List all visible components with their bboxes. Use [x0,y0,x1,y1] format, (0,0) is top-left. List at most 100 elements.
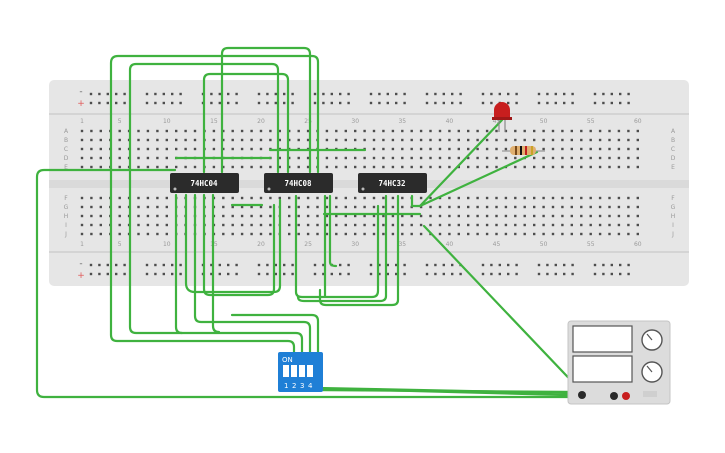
breadboard-hole[interactable] [313,101,317,105]
breadboard-hole[interactable] [335,214,338,218]
breadboard-hole[interactable] [90,205,93,209]
breadboard-hole[interactable] [619,101,622,105]
breadboard-hole[interactable] [410,129,413,133]
breadboard-hole[interactable] [481,263,485,267]
dip-toggle-1[interactable] [283,365,289,377]
breadboard-hole[interactable] [448,147,451,151]
breadboard-hole[interactable] [551,232,555,236]
breadboard-hole[interactable] [146,196,150,200]
breadboard-hole[interactable] [297,196,300,200]
breadboard-hole[interactable] [485,156,489,160]
breadboard-hole[interactable] [235,101,238,105]
breadboard-hole[interactable] [347,272,350,276]
breadboard-hole[interactable] [210,92,213,96]
breadboard-hole[interactable] [231,223,234,227]
breadboard-hole[interactable] [99,214,102,218]
breadboard-hole[interactable] [410,156,413,160]
breadboard-hole[interactable] [146,156,150,160]
breadboard-hole[interactable] [515,92,518,96]
breadboard-hole[interactable] [227,101,230,105]
breadboard-hole[interactable] [372,196,376,200]
breadboard-hole[interactable] [504,232,508,236]
breadboard-hole[interactable] [542,223,545,227]
breadboard-hole[interactable] [363,196,366,200]
breadboard-hole[interactable] [306,214,310,218]
breadboard-hole[interactable] [240,214,244,218]
breadboard-hole[interactable] [363,165,366,169]
breadboard-hole[interactable] [476,205,479,209]
breadboard-hole[interactable] [467,205,470,209]
breadboard-hole[interactable] [563,101,566,105]
breadboard-hole[interactable] [250,147,253,151]
breadboard-hole[interactable] [542,214,545,218]
breadboard-hole[interactable] [165,156,168,160]
breadboard-hole[interactable] [106,92,109,96]
breadboard-hole[interactable] [274,272,277,276]
breadboard-hole[interactable] [627,223,630,227]
breadboard-hole[interactable] [617,138,621,142]
breadboard-hole[interactable] [580,165,583,169]
breadboard-hole[interactable] [542,156,545,160]
breadboard-hole[interactable] [269,214,272,218]
breadboard-hole[interactable] [325,223,329,227]
breadboard-hole[interactable] [378,263,381,267]
breadboard-hole[interactable] [617,129,621,133]
breadboard-hole[interactable] [403,272,406,276]
breadboard-hole[interactable] [80,147,84,151]
breadboard-hole[interactable] [636,223,639,227]
breadboard-hole[interactable] [386,101,389,105]
breadboard-hole[interactable] [551,156,555,160]
breadboard-hole[interactable] [288,214,291,218]
breadboard-hole[interactable] [222,129,225,133]
breadboard-hole[interactable] [193,129,197,133]
breadboard-hole[interactable] [438,205,442,209]
breadboard-hole[interactable] [467,156,470,160]
breadboard-hole[interactable] [278,196,281,200]
breadboard-hole[interactable] [617,156,621,160]
breadboard-hole[interactable] [363,156,366,160]
breadboard-hole[interactable] [593,272,597,276]
breadboard-hole[interactable] [602,101,605,105]
breadboard-hole[interactable] [306,205,310,209]
breadboard-hole[interactable] [636,147,639,151]
breadboard-hole[interactable] [372,205,376,209]
dip-toggle-2[interactable] [291,365,297,377]
breadboard-hole[interactable] [434,272,437,276]
breadboard-hole[interactable] [90,223,93,227]
breadboard-hole[interactable] [330,92,333,96]
breadboard-hole[interactable] [231,138,234,142]
breadboard-hole[interactable] [485,223,489,227]
breadboard-hole[interactable] [457,232,460,236]
breadboard-hole[interactable] [118,147,121,151]
breadboard-hole[interactable] [490,272,493,276]
breadboard-hole[interactable] [507,263,510,267]
breadboard-hole[interactable] [156,232,159,236]
breadboard-hole[interactable] [523,138,526,142]
breadboard-hole[interactable] [589,138,592,142]
breadboard-hole[interactable] [495,196,498,200]
breadboard-hole[interactable] [90,214,93,218]
breadboard-hole[interactable] [162,92,165,96]
breadboard-hole[interactable] [259,165,263,169]
breadboard-hole[interactable] [90,147,93,151]
breadboard-hole[interactable] [485,147,489,151]
breadboard-hole[interactable] [507,101,510,105]
breadboard-hole[interactable] [325,214,329,218]
breadboard-hole[interactable] [448,232,451,236]
breadboard-hole[interactable] [137,156,140,160]
breadboard-hole[interactable] [570,147,573,151]
breadboard-hole[interactable] [495,223,498,227]
breadboard-hole[interactable] [589,156,592,160]
breadboard-hole[interactable] [212,147,216,151]
breadboard-hole[interactable] [269,223,272,227]
breadboard-hole[interactable] [495,214,498,218]
breadboard-hole[interactable] [335,196,338,200]
breadboard-hole[interactable] [429,165,432,169]
breadboard-hole[interactable] [297,165,300,169]
breadboard-hole[interactable] [467,196,470,200]
breadboard-hole[interactable] [438,232,442,236]
breadboard-hole[interactable] [184,147,187,151]
breadboard-hole[interactable] [485,214,489,218]
breadboard-hole[interactable] [627,205,630,209]
breadboard-hole[interactable] [451,101,454,105]
